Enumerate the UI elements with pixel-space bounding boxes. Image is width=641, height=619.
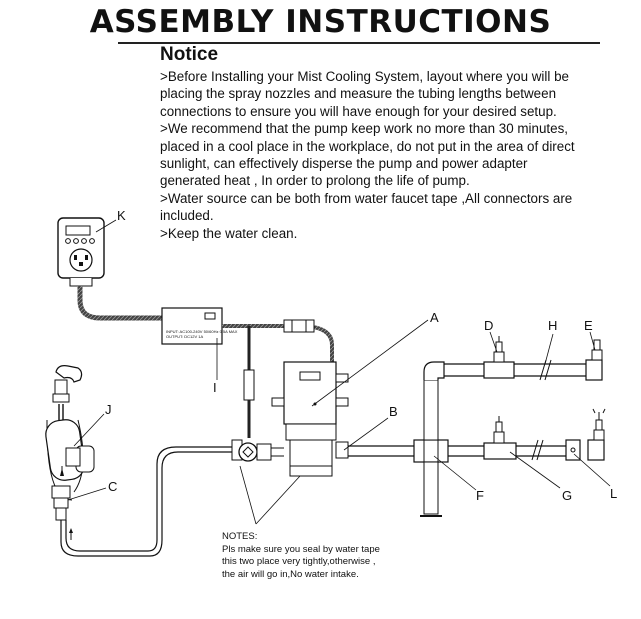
label-i: I [213, 380, 217, 395]
page-title: ASSEMBLY INSTRUCTIONS [89, 4, 552, 40]
label-c: C [108, 479, 117, 494]
end-nozzle-lower [587, 408, 606, 461]
notes-line: the air will go in,No water intake. [222, 568, 359, 580]
label-k: K [117, 208, 126, 223]
label-h: H [548, 318, 557, 333]
notice-line: >We recommend that the pump keep work no… [160, 121, 569, 137]
tee-connector-f [413, 379, 449, 517]
notice-line: placed in a cool place in the workplace,… [160, 138, 575, 154]
adapter-input-text: INPUT: AC100-240V 50/60Hz 0.5A MAX [166, 329, 238, 334]
pump-a [271, 361, 349, 477]
label-f: F [476, 488, 484, 503]
notes-line: Pls make sure you seal by water tape [222, 543, 380, 555]
notes-line: this two place very tightly,otherwise , [222, 556, 376, 567]
nozzle-tee-g [483, 416, 517, 460]
notice-line: >Before Installing your Mist Cooling Sys… [160, 69, 569, 84]
notice-body: >Before Installing your Mist Cooling Sys… [160, 68, 610, 242]
notice-line: >Water source can be both from water fau… [160, 190, 573, 206]
title-rule [118, 42, 600, 44]
notice-line: connections to ensure you will have enou… [160, 103, 557, 119]
timer-k [57, 217, 105, 287]
notes-heading: NOTES: [222, 531, 258, 542]
label-a: A [430, 310, 439, 325]
notice-line: included. [160, 208, 214, 224]
label-g: G [562, 488, 572, 503]
notice-line: sunlight, can effectively disperse the p… [160, 156, 528, 172]
end-plug-l [565, 439, 581, 461]
notice-line: generated heat , In order to prolong the… [160, 173, 470, 189]
notes-block: NOTES: Pls make sure you seal by water t… [222, 531, 380, 581]
nozzle-tee-d [483, 336, 515, 379]
notice-heading: Notice [160, 44, 219, 65]
inlet-fitting [231, 439, 284, 462]
notice-line: placing the spray nozzles and measure th… [160, 86, 557, 102]
label-l: L [610, 486, 617, 501]
label-j: J [105, 402, 112, 417]
power-adapter-i: INPUT: AC100-240V 50/60Hz 0.5A MAX OUTPU… [161, 307, 238, 345]
label-b: B [389, 404, 398, 419]
faucet-connector-j [45, 365, 95, 521]
adapter-output-text: OUTPUT: DC12V 1A [166, 334, 203, 339]
label-d: D [484, 318, 493, 333]
notice-line: >Keep the water clean. [160, 225, 298, 241]
label-e: E [584, 318, 593, 333]
